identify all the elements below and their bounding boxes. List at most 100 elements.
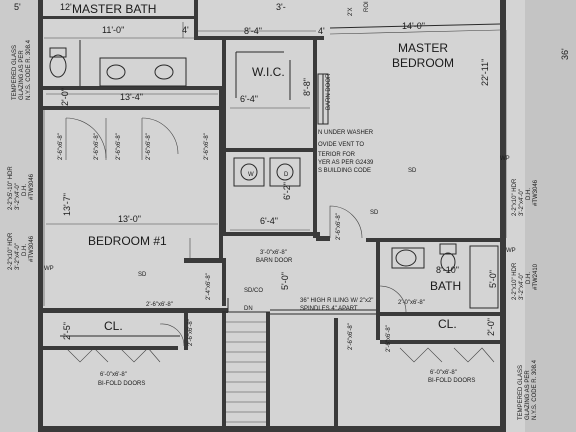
wp-left: WP: [44, 266, 54, 272]
dim-11-0: 11'-0": [102, 25, 124, 35]
window-left-a-3: D.H.: [22, 184, 28, 196]
right-bath-area: [376, 240, 500, 340]
window-left-b: 2-2"x10" HDR 3'-2"x4'-0" D.H. #TW3046: [8, 232, 35, 270]
door-tag-2-0: 2'-0"x6'-8": [398, 300, 425, 306]
dim-2-5: 2'-5": [62, 322, 72, 340]
dimension-lines: [43, 29, 507, 306]
dim-13-4: 13'-4": [120, 92, 143, 102]
door-tag-2-4: 2'-4"x6'-8": [206, 273, 212, 300]
door-tag-a: 2'-6"x6'-8": [58, 133, 64, 160]
dim-8-8: 8'-8": [302, 78, 312, 96]
barn-door-hall-label: BARN DOOR: [256, 258, 293, 264]
washer-label: W: [248, 172, 254, 178]
barn-door-hall-size: 3'-0"x6'-8": [260, 250, 287, 256]
door-tag-d: 2'-6"x6'-8": [146, 133, 152, 160]
door-tag-c: 2'-6"x6'-8": [116, 133, 122, 160]
dim-2-0-left: 2'-0": [60, 88, 70, 106]
tempered-right-2: GLAZING AS PER: [525, 370, 531, 420]
bifold-right-size: 6'-0"x6'-8": [430, 370, 457, 376]
window-right-b-3: D.H.: [526, 272, 532, 284]
dim-2-0-right: 2'-0": [486, 318, 496, 336]
window-left-b-1: 2-2"x10" HDR: [8, 232, 14, 270]
laundry-note-4: YER AS PER G2439: [318, 160, 374, 166]
master-bedroom-label-2: BEDROOM: [392, 56, 454, 70]
master-bedroom-walls: [316, 23, 501, 242]
laundry-note-3: TERIOR FOR: [318, 152, 356, 158]
closet-right-label: CL.: [438, 317, 457, 331]
dim-6-4-wic: 6'-4": [240, 94, 258, 104]
smoke-co-detector: SD/CO: [244, 288, 263, 294]
tempered-left-3: N.Y.S. CODE R. 308.4: [26, 39, 32, 100]
dim-12: 12': [60, 2, 72, 12]
door-swings: [159, 205, 363, 347]
dim-8-4: 8'-4": [244, 26, 262, 36]
dim-5-0: 5'-0": [280, 272, 290, 290]
door-tag-b: 2'-6"x6'-8": [94, 133, 100, 160]
window-left-a-4: #TW3046: [29, 173, 35, 200]
dim-13-0: 13'-0": [118, 214, 141, 224]
top-right-note-2: ROI: [364, 1, 370, 12]
dim-13-7: 13'-7": [62, 193, 72, 216]
closet-left-label: CL.: [104, 319, 123, 333]
railing-note-2: SPINDLES 4" APART: [300, 306, 358, 312]
top-left-dim: 5': [14, 2, 21, 12]
door-tag-g: 2'-6"x6'-8": [188, 319, 194, 346]
tempered-right: TEMPERED GLASS GLAZING AS PER N.Y.S. COD…: [518, 359, 538, 420]
window-left-b-2: 3'-2"x4'-0": [15, 243, 21, 270]
laundry-note-2: OVIDE VENT TO: [318, 142, 364, 148]
bifold-right-label: BI-FOLD DOORS: [428, 378, 475, 384]
smoke-detector-master: SD: [408, 168, 417, 174]
bifold-left-label: BI-FOLD DOORS: [98, 381, 145, 387]
window-right-b: 2-2"x10" HDR 3'-2"x4'-0" D.H. #TW2410: [512, 262, 539, 300]
door-tag-h: 2'-6"x6'-8": [336, 213, 342, 240]
railing: [270, 309, 376, 315]
barn-door-wic-label: BARN DOOR: [326, 73, 332, 110]
railing-note-1: 36" HIGH R ILING W/ 2"x2": [300, 298, 373, 304]
bifold-left-size: 6'-0"x6'-8": [100, 372, 127, 378]
margin-strip: [525, 0, 576, 432]
door-tag-e: 2'-6"x6'-8": [204, 133, 210, 160]
window-right-b-2: 3'-2"x4'-0": [519, 273, 525, 300]
right-edge-dim: 36': [560, 48, 570, 60]
window-left-b-4: #TW3046: [29, 235, 35, 262]
dim-6-4-laundry: 6'-4": [260, 216, 278, 226]
laundry-notes: N UNDER WASHER OVIDE VENT TO TERIOR FOR …: [318, 130, 374, 174]
window-right-a-1: 2-2"x10" HDR: [512, 178, 518, 216]
dim-22-11: 22'-11": [480, 59, 490, 86]
bath-label: BATH: [430, 279, 461, 293]
window-right-b-4: #TW2410: [533, 263, 539, 290]
window-left-b-3: D.H.: [22, 244, 28, 256]
master-bath-label: MASTER BATH: [72, 2, 156, 16]
smoke-detector-bedroom: SD: [138, 272, 147, 278]
window-right-a-2: 3'-2"x4'-0": [519, 189, 525, 216]
door-tag-j: 2'-6"x6'-8": [386, 325, 392, 352]
window-right-b-1: 2-2"x10" HDR: [512, 262, 518, 300]
bedroom1-label: BEDROOM #1: [88, 234, 167, 248]
window-left-a-2: 3'-2"x4'-0": [15, 183, 21, 210]
stairs: [222, 298, 270, 432]
master-bath-area: [38, 0, 223, 90]
dim-6-2: 6'-2": [282, 182, 292, 200]
dim-8-10: 8'-10": [436, 265, 459, 275]
wic-label: W.I.C.: [252, 65, 285, 79]
laundry-note-5: S BUILDING CODE: [318, 168, 371, 174]
tempered-left: TEMPERED GLASS GLAZING AS PER N.Y.S. COD…: [12, 39, 32, 100]
tempered-right-3: N.Y.S. CODE R. 308.4: [532, 359, 538, 420]
laundry-note-1: N UNDER WASHER: [318, 130, 374, 136]
window-left-a-1: 2-2"x5'-10" HDR: [8, 166, 14, 210]
left-margin: [0, 0, 40, 432]
dim-3: 3'-: [276, 2, 286, 12]
master-bedroom-label-1: MASTER: [398, 41, 448, 55]
top-right-note-1: 2'X: [348, 8, 354, 16]
dim-4-top: 4': [182, 25, 189, 35]
window-left-a: 2-2"x5'-10" HDR 3'-2"x4'-0" D.H. #TW3046: [8, 166, 35, 210]
bedroom1-area: [38, 86, 228, 313]
window-right-a-4: #TW3046: [533, 179, 539, 206]
wp-right-b: WP: [506, 248, 516, 254]
tempered-left-1: TEMPERED GLASS: [12, 45, 18, 100]
exterior-walls: [38, 0, 506, 432]
window-right-a: 2-2"x10" HDR 3'-2"x4'-0" D.H. #TW3046: [512, 178, 539, 216]
tempered-right-1: TEMPERED GLASS: [518, 365, 524, 420]
